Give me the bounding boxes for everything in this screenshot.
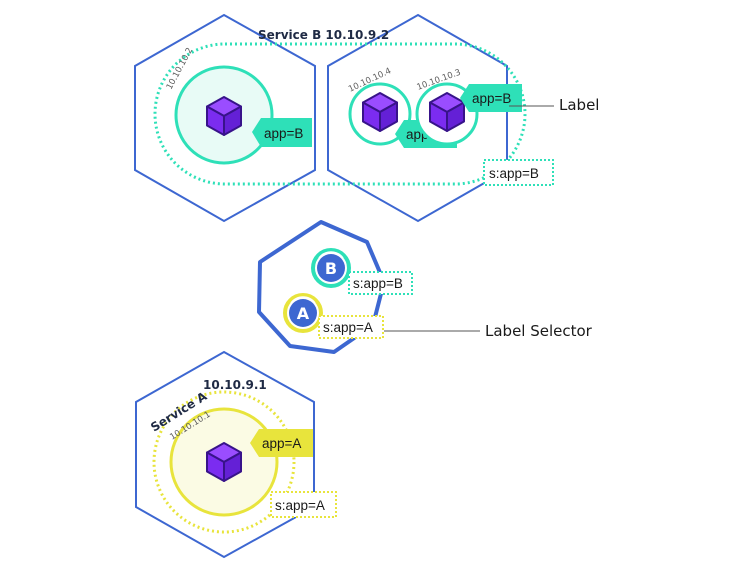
pod-b3-cube-icon <box>429 92 465 132</box>
svg-text:app=B: app=B <box>472 91 511 106</box>
svg-text:B: B <box>325 259 337 278</box>
service-b-title: Service B 10.10.9.2 <box>258 28 389 42</box>
svg-text:A: A <box>297 304 310 323</box>
selector-b-tag: s:app=B <box>348 271 413 295</box>
svg-text:app=A: app=A <box>262 436 301 451</box>
node-hexagon-2 <box>327 13 508 223</box>
controller-heptagon <box>257 220 386 354</box>
svg-text:s:app=B: s:app=B <box>489 166 539 181</box>
svg-text:s:app=A: s:app=A <box>275 498 325 513</box>
pod-b1-cube-icon <box>206 96 242 136</box>
service-b-selector-tag: s:app=B <box>483 159 554 186</box>
svg-text:app=B: app=B <box>264 126 303 141</box>
label-callout: Label <box>559 96 599 114</box>
svg-text:s:app=B: s:app=B <box>353 276 403 291</box>
pod-b3-label-tag: app=B <box>460 84 522 112</box>
label-selector-callout: Label Selector <box>485 322 593 340</box>
svg-text:s:app=A: s:app=A <box>323 320 373 335</box>
pod-b1-label-tag: app=B <box>252 118 312 147</box>
service-a-ip: 10.10.9.1 <box>203 378 267 392</box>
pod-b1: 10.10.10.2 app=B <box>165 46 312 165</box>
service-a-selector-tag: s:app=A <box>270 491 337 518</box>
node-hexagon-1 <box>134 13 316 223</box>
selector-a-icon: A <box>283 293 323 333</box>
selector-b-icon: B <box>311 248 351 288</box>
pod-b2-cube-icon <box>362 92 398 132</box>
service-b-boundary <box>153 42 527 186</box>
pod-a1-label-tag: app=A <box>250 429 313 457</box>
pod-a1-cube-icon <box>206 442 242 482</box>
selector-a-tag: s:app=A <box>318 315 384 339</box>
service-a-boundary <box>152 390 296 534</box>
node-hexagon-3 <box>135 350 315 559</box>
